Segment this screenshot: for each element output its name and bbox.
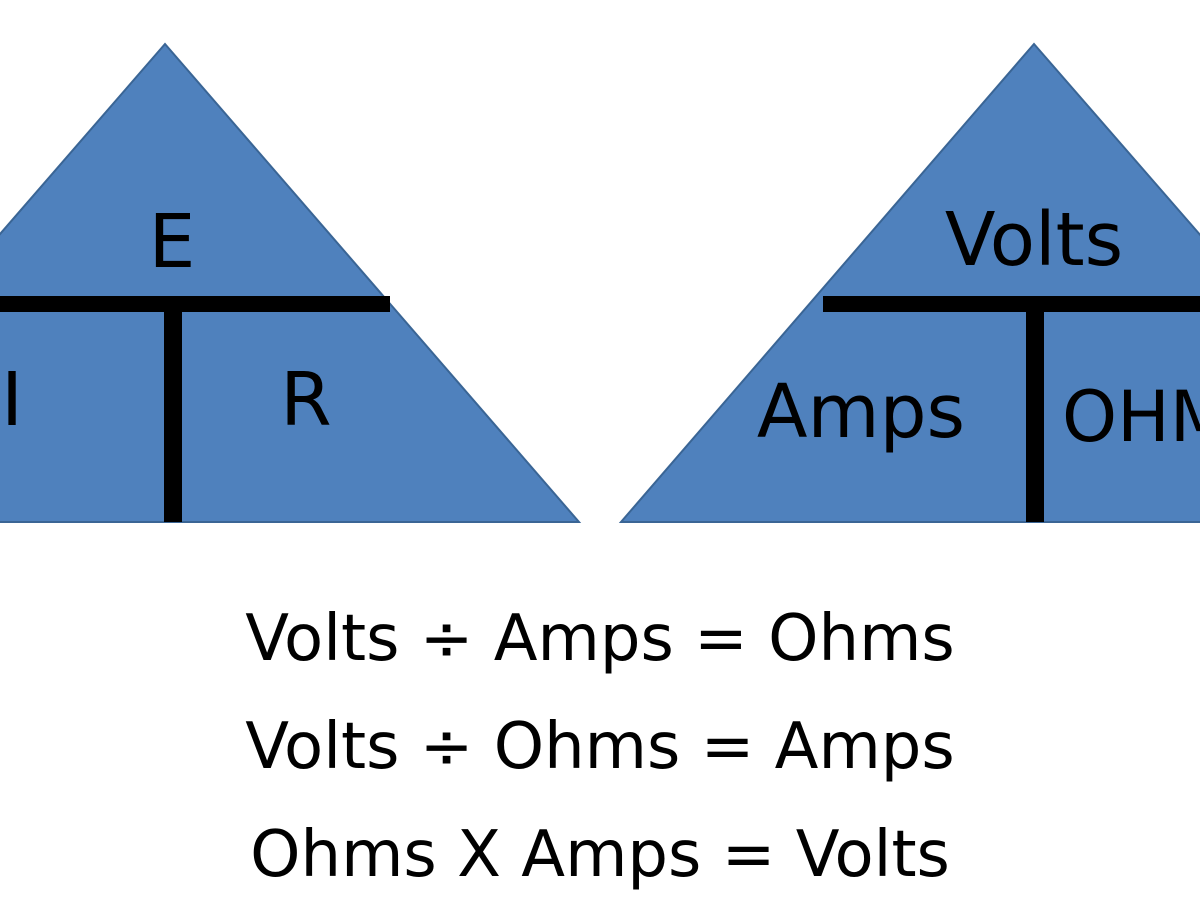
right-triangle-top-label: Volts	[945, 197, 1123, 283]
right-triangle-vertical-divider	[1026, 304, 1044, 522]
left-triangle-shape	[0, 42, 582, 523]
left-formula-triangle: E I R	[0, 42, 582, 523]
left-triangle-bottom-right-label: R	[280, 357, 331, 443]
formula-volts: Ohms X Amps = Volts	[250, 818, 950, 892]
formula-ohms: Volts ÷ Amps = Ohms	[245, 602, 955, 676]
left-triangle-vertical-divider	[164, 304, 182, 522]
left-triangle-top-label: E	[149, 199, 196, 285]
left-triangle-bottom-left-label: I	[1, 357, 23, 443]
right-triangle-bottom-left-label: Amps	[757, 369, 965, 455]
formula-list: Volts ÷ Amps = Ohms Volts ÷ Ohms = Amps …	[0, 585, 1200, 909]
right-formula-triangle: Volts Amps OHMS	[618, 42, 1200, 523]
right-triangle-bottom-right-label: OHMS	[1062, 376, 1200, 458]
left-triangle-horizontal-divider	[0, 296, 390, 312]
right-triangle-horizontal-divider	[823, 296, 1200, 312]
formula-amps: Volts ÷ Ohms = Amps	[245, 710, 955, 784]
